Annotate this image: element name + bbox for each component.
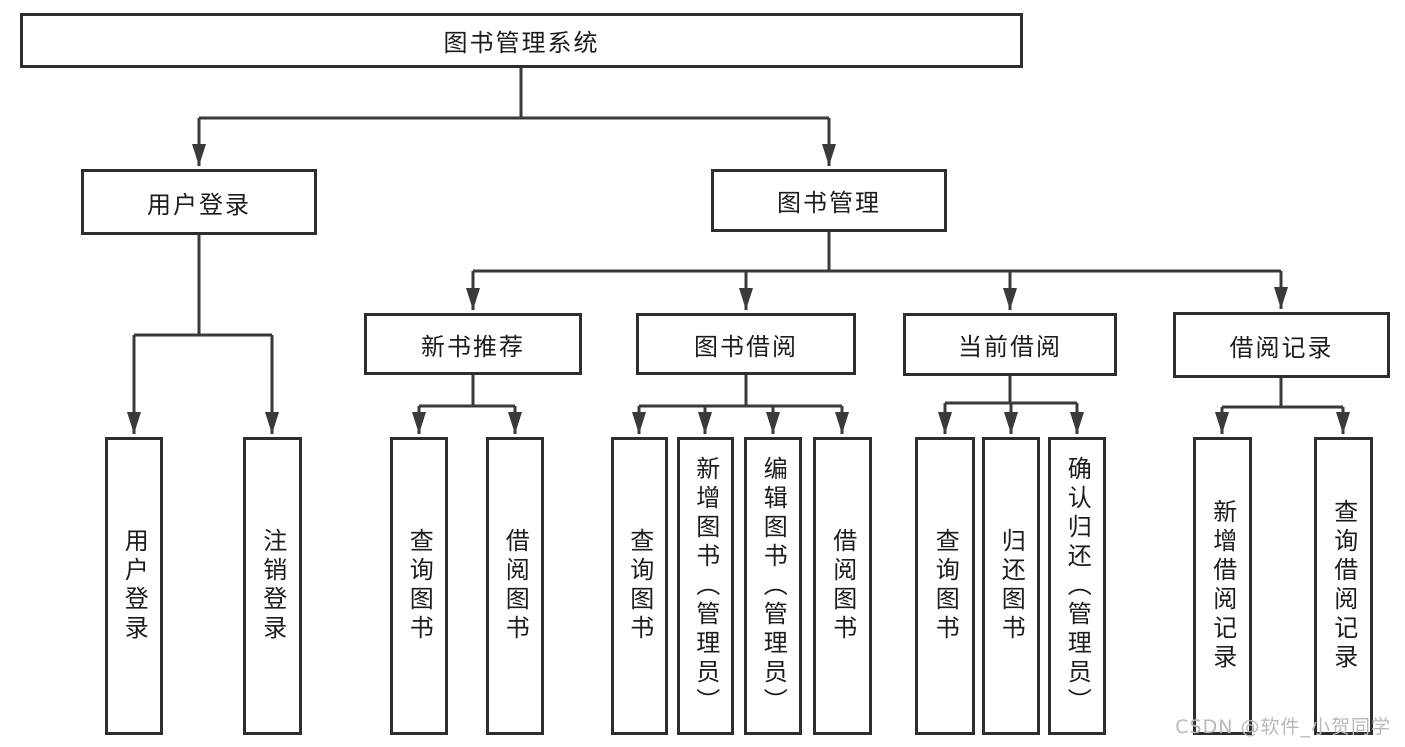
leaf-edit-books-admin: 编辑图书（管理员） — [744, 437, 802, 735]
leaf-confirm-return-admin: 确认归还（管理员） — [1048, 437, 1106, 735]
leaf-edit-books-admin-label: 编辑图书（管理员） — [759, 455, 788, 717]
leaf-return-books-label: 归还图书 — [997, 528, 1026, 644]
leaf-query-books-current: 查询图书 — [915, 437, 975, 735]
leaf-user-login: 用户登录 — [105, 437, 163, 735]
leaf-query-books-borrowing-label: 查询图书 — [625, 528, 654, 644]
csdn-watermark: CSDN @软件_小贺同学 — [1175, 716, 1391, 738]
leaf-add-books-admin-label: 新增图书（管理员） — [691, 455, 720, 717]
node-new-book-recommend: 新书推荐 — [364, 313, 582, 375]
node-current-borrowing-label: 当前借阅 — [958, 333, 1062, 361]
node-user-login-label: 用户登录 — [147, 190, 251, 219]
leaf-query-borrow-record: 查询借阅记录 — [1314, 437, 1373, 735]
leaf-borrow-books-recommend-label: 借阅图书 — [501, 528, 530, 644]
node-new-book-recommend-label: 新书推荐 — [421, 332, 525, 361]
leaf-query-books-borrowing: 查询图书 — [611, 437, 668, 735]
node-borrowing-records-label: 借阅记录 — [1229, 333, 1334, 362]
leaf-logout: 注销登录 — [243, 437, 302, 735]
node-root-label: 图书管理系统 — [443, 29, 600, 57]
node-book-management-label: 图书管理 — [777, 189, 881, 217]
leaf-return-books: 归还图书 — [982, 437, 1040, 735]
leaf-query-books-recommend: 查询图书 — [390, 437, 448, 735]
node-book-borrowing: 图书借阅 — [636, 313, 856, 375]
leaf-query-books-current-label: 查询图书 — [931, 528, 960, 644]
leaf-query-books-recommend-label: 查询图书 — [405, 528, 434, 644]
leaf-confirm-return-admin-label: 确认归还（管理员） — [1063, 455, 1092, 717]
node-book-management: 图书管理 — [711, 169, 947, 232]
leaf-query-borrow-record-label: 查询借阅记录 — [1329, 499, 1358, 673]
node-borrowing-records: 借阅记录 — [1173, 312, 1390, 378]
node-current-borrowing: 当前借阅 — [903, 313, 1117, 376]
leaf-borrow-books-borrowing-label: 借阅图书 — [828, 528, 857, 644]
node-book-borrowing-label: 图书借阅 — [694, 332, 798, 361]
node-root: 图书管理系统 — [20, 13, 1023, 68]
leaf-borrow-books-borrowing: 借阅图书 — [813, 437, 872, 735]
leaf-logout-label: 注销登录 — [258, 528, 287, 644]
leaf-borrow-books-recommend: 借阅图书 — [486, 437, 544, 735]
leaf-add-borrow-record-label: 新增借阅记录 — [1208, 499, 1237, 673]
leaf-add-borrow-record: 新增借阅记录 — [1193, 437, 1252, 735]
leaf-add-books-admin: 新增图书（管理员） — [677, 437, 734, 735]
leaf-user-login-label: 用户登录 — [120, 528, 149, 644]
node-user-login: 用户登录 — [81, 169, 317, 235]
